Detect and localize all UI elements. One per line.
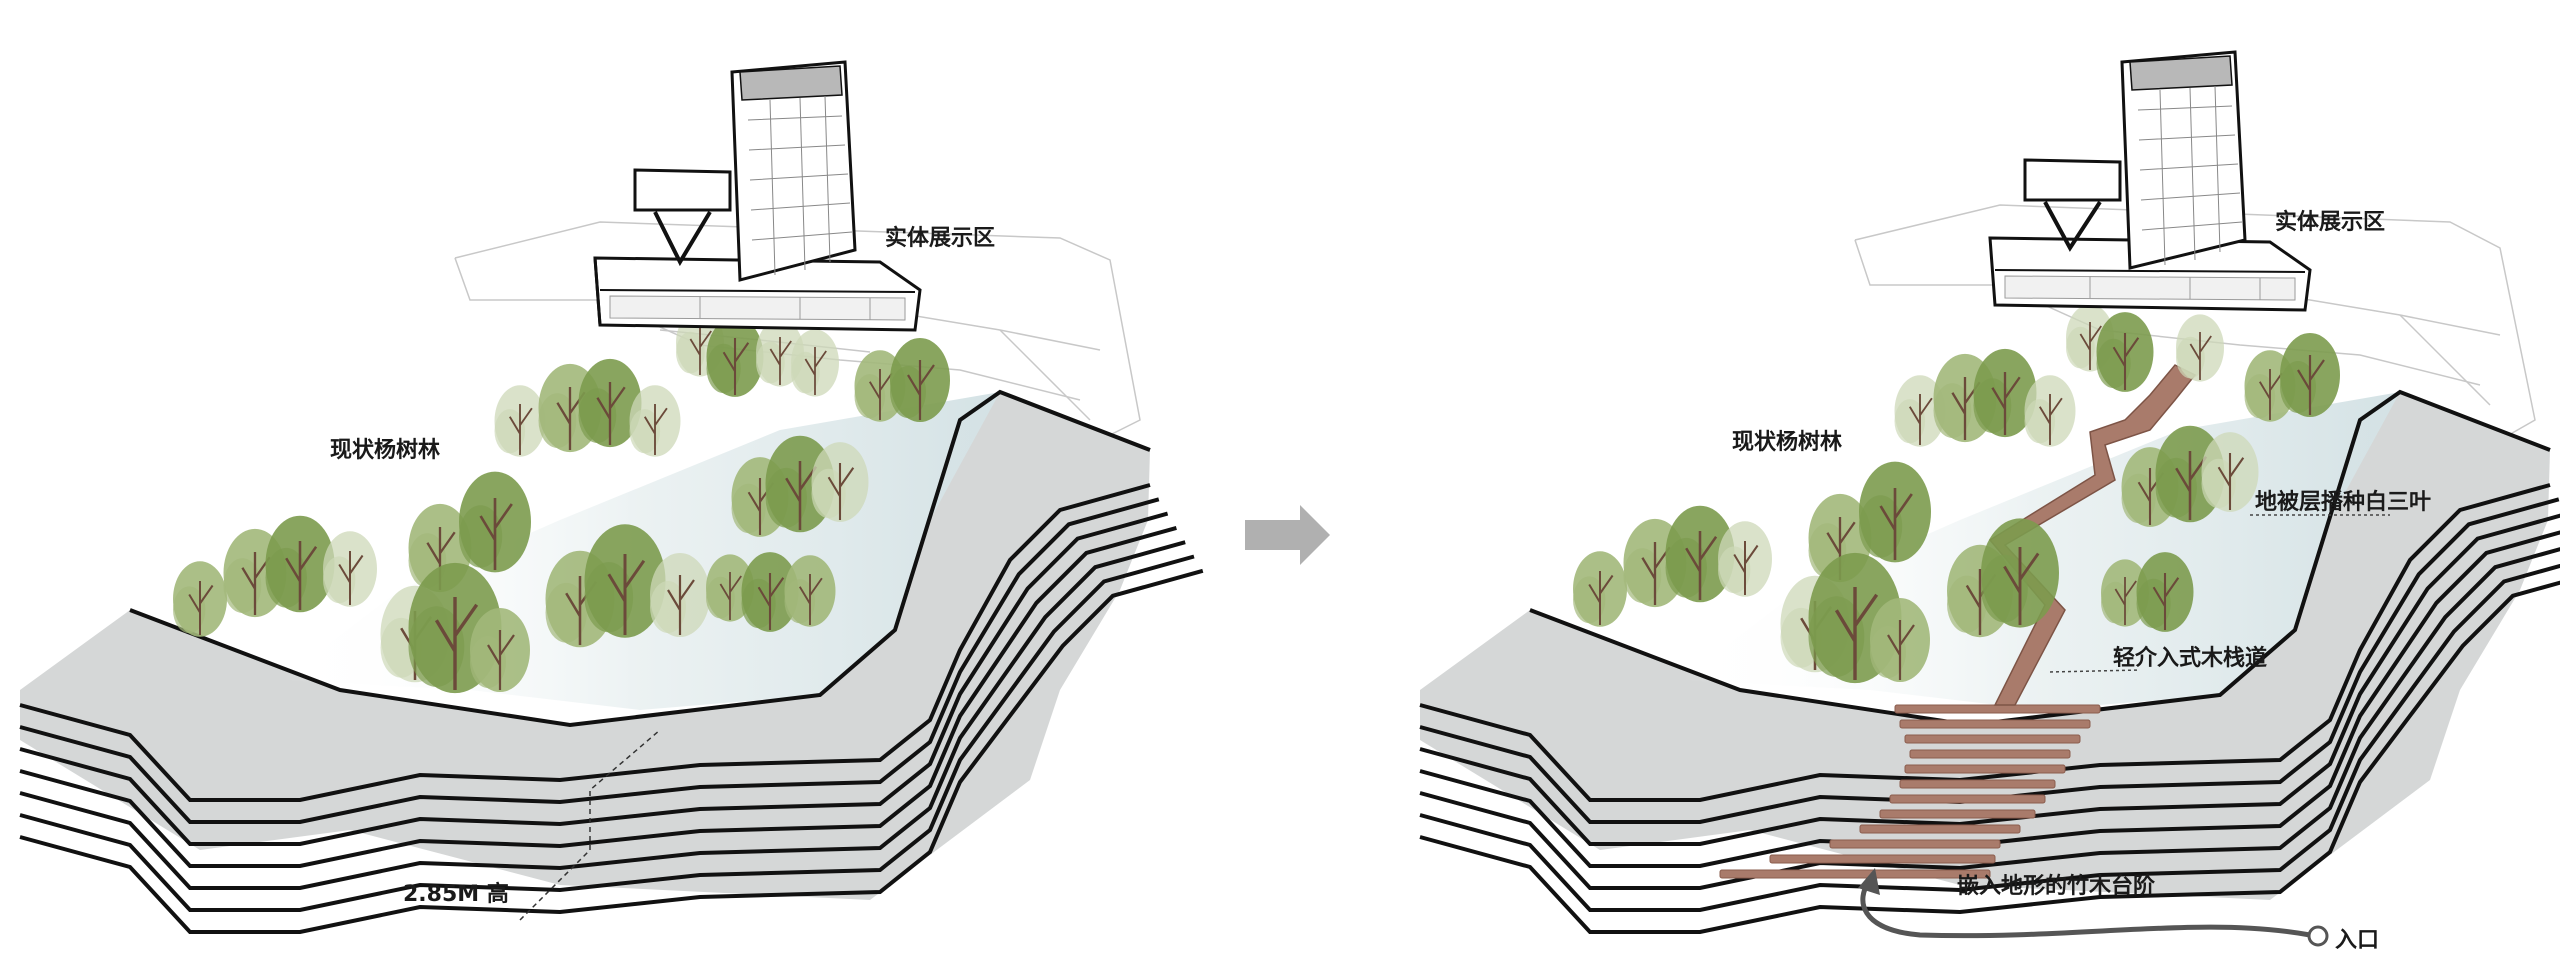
- left-panel: [19, 60, 1330, 934]
- exhibition-building-left: [593, 60, 922, 332]
- tree-icon: [265, 515, 335, 613]
- tree-icon: [890, 338, 950, 422]
- entrance-route: [1858, 868, 2329, 947]
- bamboo-step: [1889, 794, 2046, 804]
- entrance-label: 入口: [2335, 928, 2380, 953]
- tree-icon: [706, 317, 764, 397]
- tree-icon: [1665, 505, 1735, 603]
- contour-line: [19, 568, 1204, 934]
- tree-icon: [323, 531, 377, 607]
- contour-line: [1419, 580, 2560, 934]
- left-building-label: 实体展示区: [885, 226, 996, 251]
- contour-line: [1419, 497, 2560, 824]
- contour-line: [1419, 547, 2560, 890]
- tree-icon: [494, 385, 546, 457]
- ground-cover-label: 地被层播种白三叶: [2255, 490, 2432, 515]
- tree-icon: [650, 553, 710, 637]
- bamboo-step: [1904, 734, 2081, 744]
- bamboo-step: [1769, 854, 1996, 864]
- tree-icon: [2096, 312, 2154, 392]
- tree-icon: [706, 554, 754, 622]
- tree-icon: [784, 555, 836, 627]
- site-outline-right: [1854, 204, 2536, 441]
- terrain-contours-left: [19, 483, 1204, 934]
- bamboo-step: [1899, 779, 2056, 789]
- tree-icon: [791, 329, 839, 397]
- tree-icon: [459, 471, 531, 573]
- contour-line: [1419, 530, 2560, 868]
- tree-icon: [1894, 375, 1946, 447]
- contour-line: [19, 525, 1177, 868]
- tree-icon: [1870, 598, 1930, 682]
- tree-icon: [811, 442, 869, 522]
- bamboo-step: [1859, 824, 2021, 834]
- entrance-marker-icon: [2307, 925, 2329, 947]
- bamboo-step: [1719, 869, 1991, 879]
- contour-line: [19, 497, 1160, 824]
- contour-line: [1419, 513, 2560, 846]
- terrain-contours-right: [1419, 483, 2560, 934]
- left-height-label: 2.85M 高: [403, 882, 509, 907]
- bamboo-step: [1899, 719, 2091, 729]
- right-grove-label: 现状杨树林: [1732, 430, 1843, 455]
- tree-icon: [584, 524, 666, 638]
- tree-icon: [173, 561, 227, 637]
- tree-icon: [1981, 518, 2059, 628]
- bamboo-step: [1829, 839, 2001, 849]
- contour-line: [19, 540, 1186, 890]
- bamboo-step: [1909, 749, 2071, 759]
- tree-icon: [578, 358, 642, 448]
- tree-icon: [2280, 333, 2340, 417]
- tree-icon: [1573, 551, 1627, 627]
- contour-line: [19, 511, 1169, 846]
- right-panel: [1419, 50, 2560, 947]
- tree-icon: [2201, 432, 2259, 512]
- bamboo-step: [1879, 809, 2036, 819]
- bamboo-step: [1894, 704, 2101, 714]
- tree-icon: [629, 385, 681, 457]
- tree-icon: [470, 608, 530, 692]
- contour-line: [1419, 563, 2560, 912]
- left-grove-label: 现状杨树林: [330, 438, 441, 463]
- bamboo-step: [1904, 764, 2066, 774]
- contour-line: [19, 483, 1151, 802]
- bamboo-steps: [1719, 704, 2101, 879]
- contour-line: [1419, 483, 2551, 802]
- tree-icon: [1718, 521, 1772, 597]
- height-dimension-left: [519, 729, 661, 921]
- transition-arrow: [1245, 505, 1330, 565]
- tree-icon: [2136, 552, 2194, 632]
- tree-icon: [2101, 559, 2149, 627]
- contour-line: [19, 554, 1195, 912]
- exhibition-building-right: [1988, 50, 2312, 312]
- bamboo-steps-label: 嵌入地形的竹木台阶: [1957, 874, 2156, 899]
- tree-icon: [1973, 348, 2037, 438]
- tree-icon: [2024, 375, 2076, 447]
- tree-icon: [1859, 461, 1931, 563]
- poplar-grove-right: [1573, 304, 2340, 684]
- tree-icon: [741, 552, 799, 632]
- poplar-grove-left: [173, 309, 950, 694]
- tree-icon: [2176, 314, 2224, 382]
- right-building-label: 实体展示区: [2275, 210, 2386, 235]
- annotation-leaders: [2049, 514, 2390, 673]
- boardwalk-label: 轻介入式木栈道: [2113, 646, 2268, 671]
